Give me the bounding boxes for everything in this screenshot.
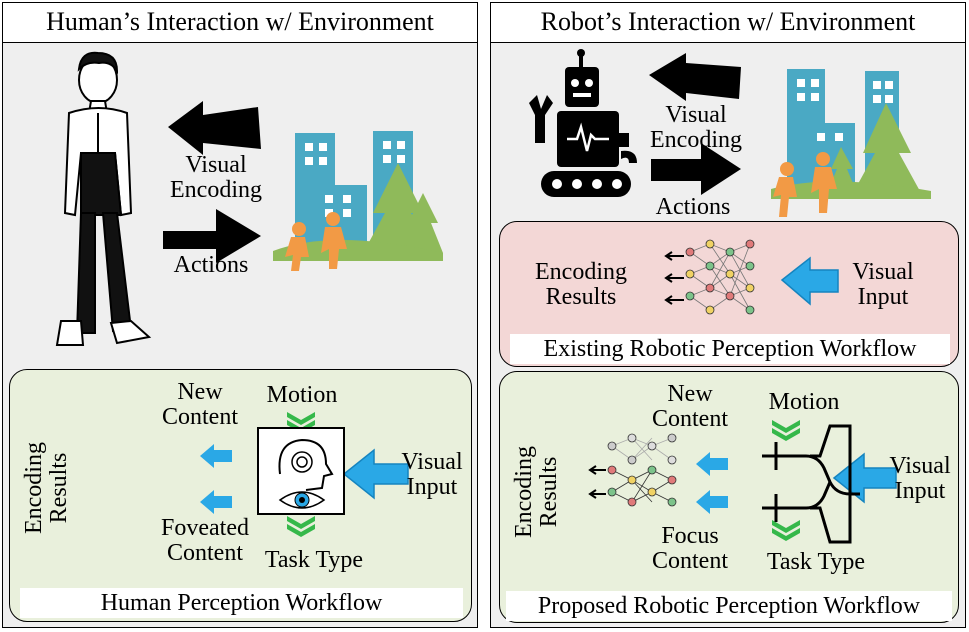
proposed-neural-network-icon	[588, 433, 677, 507]
robot-panel-title: Robot’s Interaction w/ Environment	[491, 3, 965, 43]
visual-encoding-arrow-icon	[168, 101, 261, 155]
human-workflow-box: Encoding Results New Content Motion Fove…	[9, 369, 472, 622]
motion-label: Motion	[266, 382, 338, 408]
human-workflow-art	[200, 412, 409, 537]
proposed-workflow-box: Encoding Results New Content Motion Focu…	[499, 371, 959, 623]
existing-visual-input-line1: Visual	[852, 259, 914, 285]
task-type-label: Task Type	[264, 547, 364, 573]
proposed-visual-input-label: Visual Input	[880, 454, 960, 504]
proposed-visual-input-line2: Input	[894, 478, 946, 504]
foveated-content-line2: Content	[167, 540, 243, 566]
proposed-new-content-line1: New	[667, 381, 713, 407]
proposed-motion-chevron-icon	[772, 420, 800, 441]
proposed-workflow-caption: Proposed Robotic Perception Workflow	[506, 591, 952, 621]
new-content-label: New Content	[150, 380, 250, 430]
robot-visual-encoding-arrow-icon	[649, 53, 741, 101]
focus-content-line2: Content	[652, 548, 728, 574]
proposed-motion-label: Motion	[768, 389, 840, 415]
new-content-line1: New	[177, 379, 223, 405]
visual-input-line2: Input	[406, 474, 458, 500]
existing-encoding-results-label: Encoding Results	[526, 260, 636, 310]
foveated-content-line1: Foveated	[161, 515, 249, 541]
existing-workflow-caption: Existing Robotic Perception Workflow	[510, 334, 950, 364]
visual-encoding-line1: Visual	[185, 152, 247, 178]
proposed-encoding-results-line1: Encoding	[511, 446, 537, 538]
actions-label: Actions	[173, 252, 249, 278]
robot-city-scene-icon	[771, 69, 931, 217]
foveated-content-label: Foveated Content	[150, 516, 260, 566]
robot-actions-arrow-icon	[651, 143, 741, 195]
proposed-encoding-results-label: Encoding Results	[511, 444, 568, 540]
new-content-line2: Content	[162, 404, 238, 430]
robot-actions-label: Actions	[655, 194, 731, 220]
robot-icon	[529, 49, 637, 197]
proposed-task-type-label: Task Type	[766, 549, 866, 575]
proposed-new-content-line2: Content	[652, 406, 728, 432]
existing-workflow-art	[664, 239, 839, 315]
switch-network-icon	[762, 424, 860, 544]
encoding-results-label: Encoding Results	[21, 440, 78, 536]
proposed-encoding-results-line2: Results	[536, 456, 562, 528]
robot-panel: Robot’s Interaction w/ Environment	[490, 2, 966, 628]
foveated-arrow-icon	[200, 490, 232, 514]
new-content-arrow-icon	[200, 444, 232, 468]
visual-encoding-label: Visual Encoding	[161, 153, 271, 203]
existing-encoding-results-line1: Encoding	[535, 259, 627, 285]
human-figure-icon	[55, 51, 152, 346]
proposed-workflow-art	[588, 420, 897, 544]
encoding-results-line2: Results	[46, 452, 72, 524]
proposed-new-content-label: New Content	[640, 382, 740, 432]
robot-scene-art	[529, 49, 931, 217]
robot-visual-encoding-label: Visual Encoding	[641, 103, 751, 153]
focus-content-label: Focus Content	[640, 524, 740, 574]
proposed-focus-arrow-icon	[696, 490, 728, 514]
human-workflow-caption: Human Perception Workflow	[20, 588, 463, 618]
neural-network-icon	[664, 239, 755, 315]
human-scene-art	[55, 51, 443, 516]
visual-input-arrow-icon	[342, 448, 409, 500]
visual-input-label: Visual Input	[392, 450, 472, 500]
existing-encoding-results-line2: Results	[545, 284, 617, 310]
visual-encoding-line2: Encoding	[170, 177, 262, 203]
visual-input-line1: Visual	[401, 449, 463, 475]
existing-visual-input-line2: Input	[857, 284, 909, 310]
existing-visual-input-arrow-icon	[780, 256, 839, 306]
head-eye-icon	[257, 427, 345, 515]
human-panel: Human’s Interaction w/ Environment	[2, 2, 478, 628]
proposed-task-chevron-icon	[772, 520, 800, 541]
city-scene-icon	[273, 131, 443, 271]
robot-visual-encoding-line1: Visual	[665, 102, 727, 128]
robot-visual-encoding-line2: Encoding	[650, 127, 742, 153]
proposed-new-content-arrow-icon	[696, 452, 728, 476]
human-panel-title: Human’s Interaction w/ Environment	[3, 3, 477, 43]
actions-arrow-icon	[163, 209, 261, 263]
proposed-visual-input-line1: Visual	[889, 453, 951, 479]
focus-content-line1: Focus	[661, 523, 719, 549]
existing-visual-input-label: Visual Input	[838, 260, 928, 310]
encoding-results-line1: Encoding	[21, 442, 47, 534]
task-chevron-icon	[287, 516, 315, 537]
existing-workflow-box: Encoding Results Visual Input Existing R…	[499, 221, 959, 367]
